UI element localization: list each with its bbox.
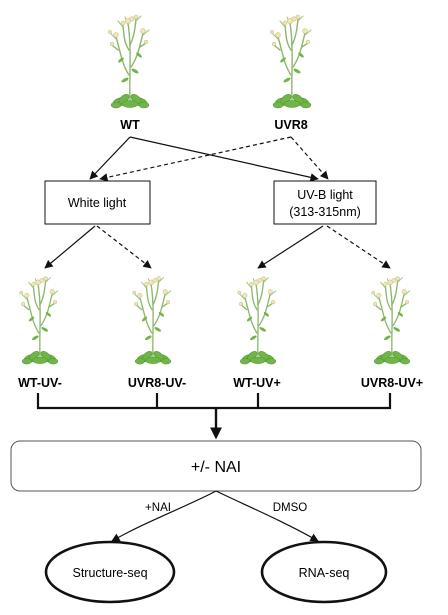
uvb-light-label: UV-B light [297,188,353,202]
uvb-light-box [273,180,377,225]
arabidopsis-plant-icon [236,276,277,365]
structure-seq-label: Structure-seq [72,566,147,580]
branch-label-nai: +NAI [145,502,171,514]
arrow-white-to-uvr8 [96,225,152,269]
branch-label-dmso: DMSO [273,502,308,514]
merge-bracket [36,393,392,410]
arabidopsis-plant-icon [18,276,59,365]
structure-seq-oval [44,540,176,604]
white-light-label: White light [68,196,127,210]
arabidopsis-plant-icon [107,14,150,109]
arrow-uvr8-to-white [99,136,292,182]
arrow-uvb-to-wt [257,225,324,269]
arrow-to-rna-seq [215,490,319,542]
sample-label-wt-uvminus: WT-UV- [18,376,62,390]
rna-seq-label: RNA-seq [299,566,350,580]
arrow-wt-to-white [89,136,131,180]
treatment-label: +/- NAI [191,459,241,476]
arabidopsis-plant-icon [269,14,312,109]
arrow-uvr8-to-uvb [290,136,329,180]
parent-label-uvr8: UVR8 [274,118,307,132]
sample-label-uvr8-uvplus: UVR8-UV+ [361,376,423,390]
arrow-white-to-wt [44,225,96,269]
arrow-to-structure-seq [111,490,217,542]
parent-label-wt: WT [120,118,140,132]
rna-seq-oval [260,540,388,604]
uvb-wavelength-label: (313-315nm) [289,205,361,219]
white-light-box [44,180,151,225]
arabidopsis-plant-icon [131,276,172,365]
arrow-uvb-to-uvr8 [326,225,391,269]
arrow-wt-to-uvb [129,136,319,182]
sample-label-wt-uvplus: WT-UV+ [233,376,281,390]
sample-label-uvr8-uvminus: UVR8-UV- [128,376,186,390]
arabidopsis-plant-icon [370,276,411,365]
